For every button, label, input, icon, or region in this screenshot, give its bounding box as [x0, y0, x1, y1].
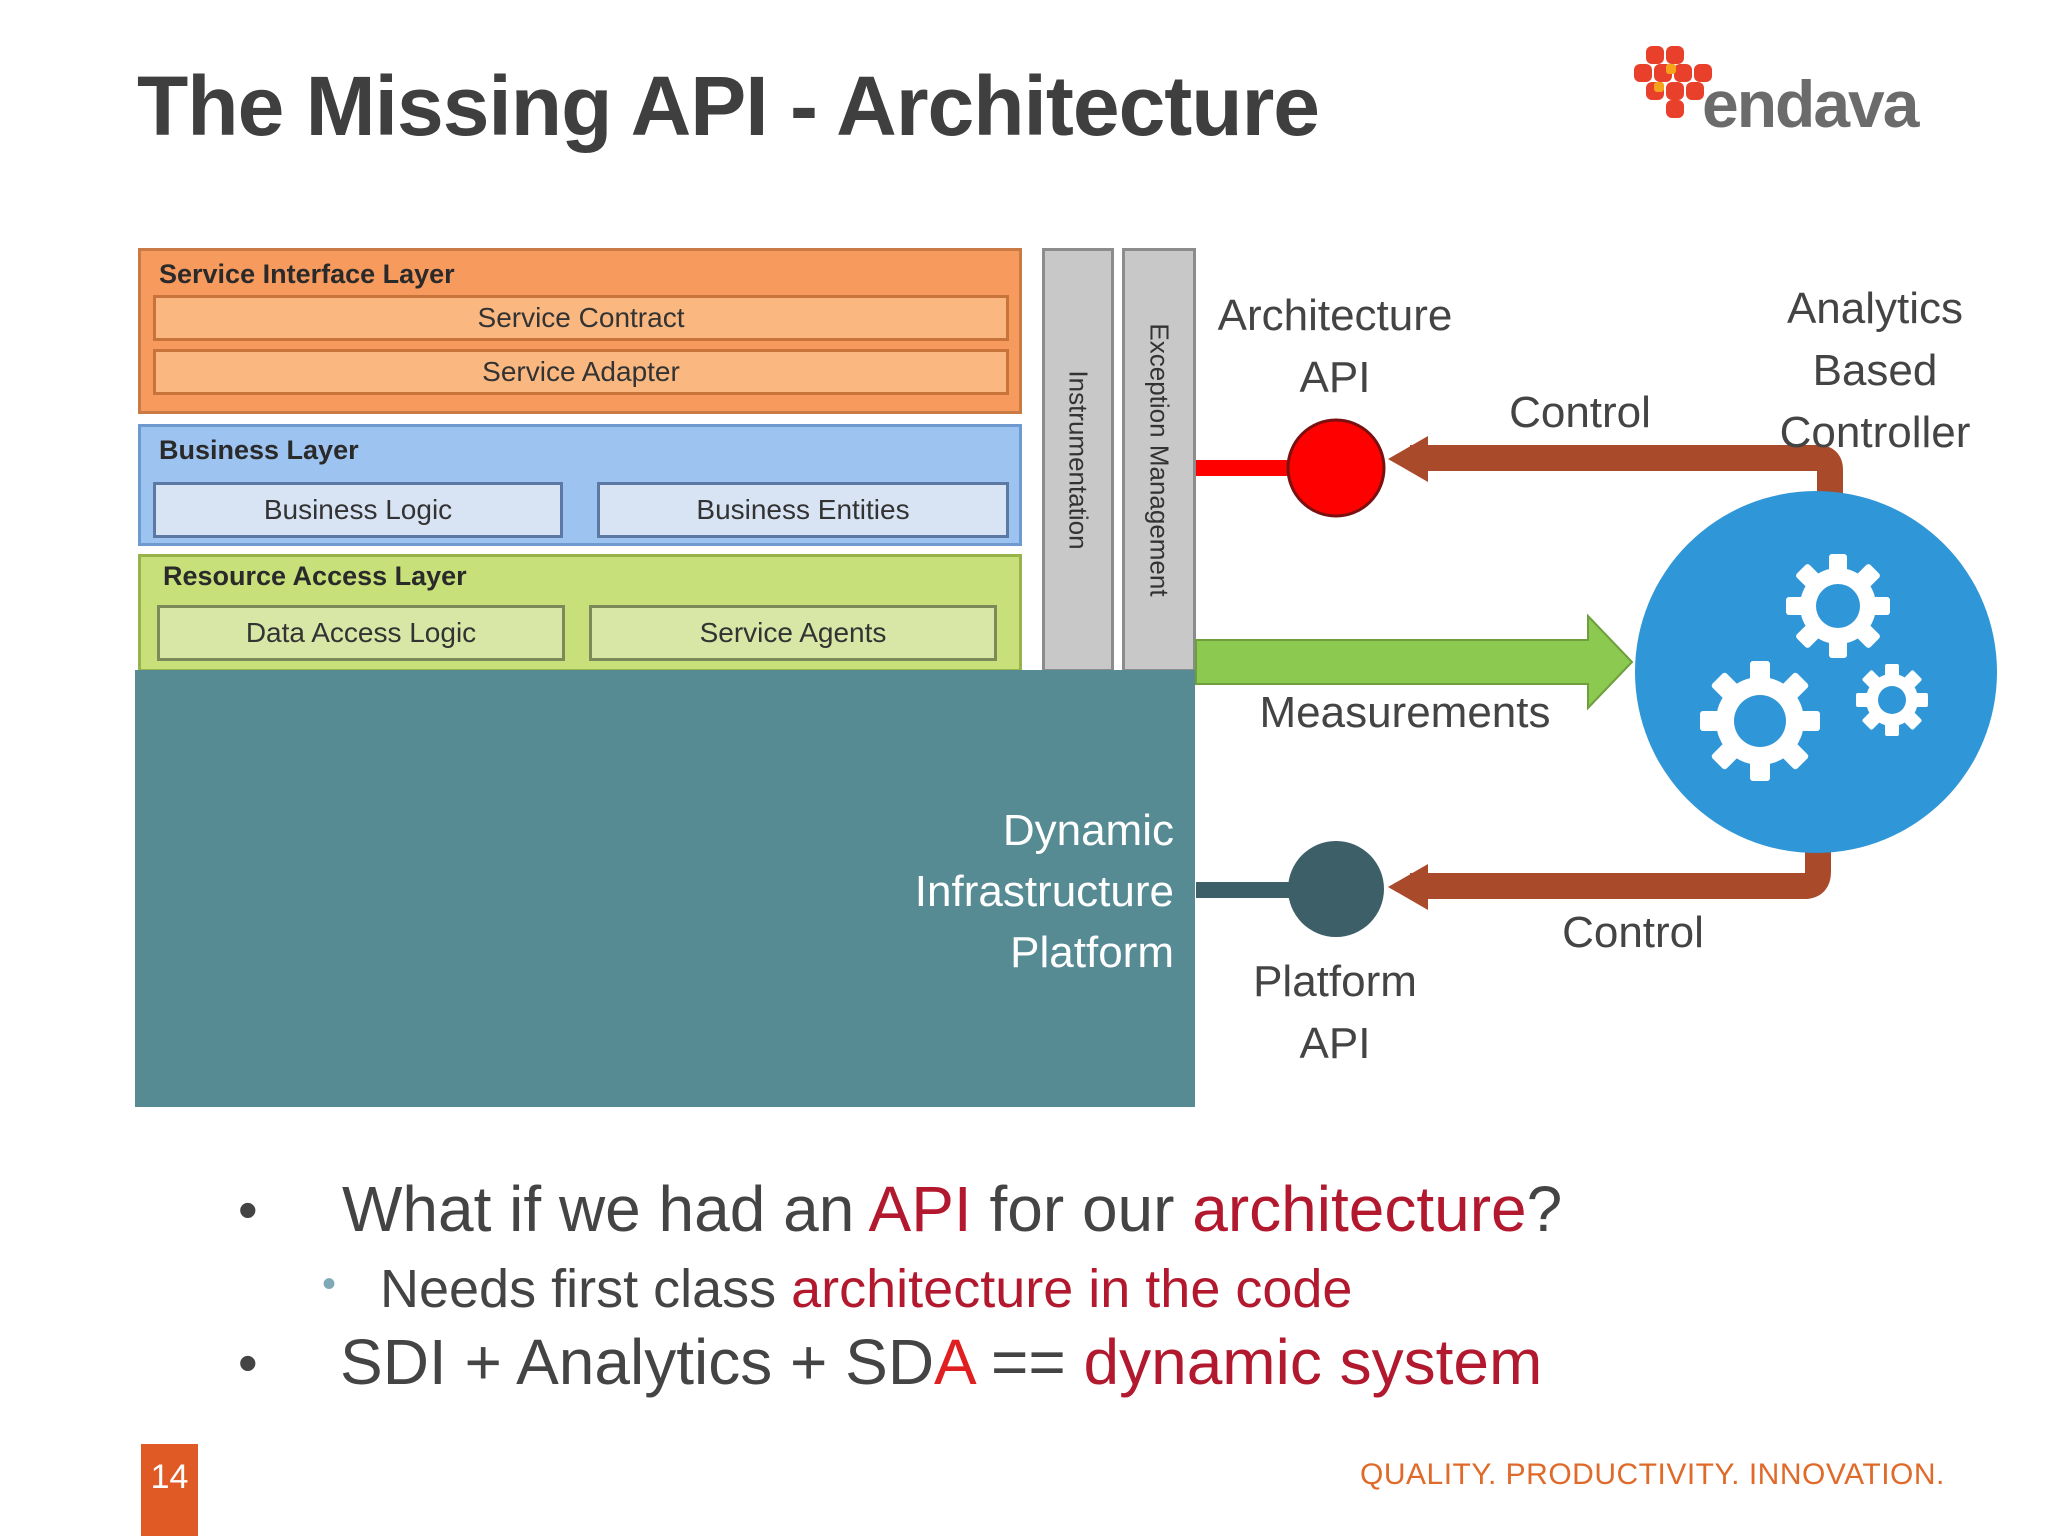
analytics-controller-circle: [1635, 491, 1997, 853]
gears-icon: [1700, 554, 1928, 781]
platform-label: Dynamic Infrastructure Platform: [760, 800, 1174, 983]
business-layer: Business Layer Business Logic Business E…: [138, 424, 1022, 546]
platform-api-connector: [1196, 882, 1296, 898]
platform-api-node: [1288, 841, 1384, 937]
architecture-api-connector: [1196, 460, 1292, 476]
bullet-1-dot: •: [238, 1178, 258, 1241]
service-interface-layer: Service Interface Layer Service Contract…: [138, 248, 1022, 414]
architecture-api-label-line-1: Architecture: [1217, 291, 1453, 340]
business-logic-box: Business Logic: [153, 482, 563, 538]
platform-api-label-line-1: Platform: [1253, 957, 1417, 1006]
business-layer-title: Business Layer: [159, 435, 359, 465]
service-adapter-box: Service Adapter: [153, 349, 1009, 395]
slide-title: The Missing API - Architecture: [137, 59, 1320, 153]
bullet-2: SDI + Analytics + SDA == dynamic system: [340, 1325, 1542, 1399]
control-top-label: Control: [1509, 388, 1651, 437]
dynamic-infrastructure-platform: [135, 670, 1195, 1107]
bullet-2-part-1: SDI + Analytics + SD: [340, 1326, 935, 1398]
control-bottom-arrowhead: [1388, 864, 1428, 910]
bullet-1: What if we had an API for our architectu…: [342, 1172, 1562, 1246]
service-contract-box: Service Contract: [153, 295, 1009, 341]
footer-tagline: QUALITY. PRODUCTIVITY. INNOVATION.: [1360, 1458, 1945, 1491]
bullet-2-part-3: ==: [973, 1326, 1084, 1398]
controller-label-line-1: Analytics: [1786, 284, 1964, 333]
architecture-api-node: [1286, 418, 1386, 518]
platform-label-line-2: Infrastructure: [914, 867, 1174, 916]
control-top-arrow-shaft: [1410, 445, 1843, 495]
bullet-2-a: A: [934, 1326, 974, 1398]
bullet-1-sub: Needs first class architecture in the co…: [380, 1258, 1352, 1320]
controller-label: Analytics Based Controller: [1740, 278, 2010, 464]
page-number: 14: [141, 1444, 198, 1536]
bullet-1-architecture: architecture: [1192, 1173, 1527, 1245]
measurements-label: Measurements: [1259, 688, 1551, 737]
platform-api-label: Platform API: [1230, 951, 1440, 1075]
bullet-1-sub-highlight: architecture in the code: [791, 1259, 1353, 1319]
service-interface-layer-title: Service Interface Layer: [159, 259, 455, 289]
bullet-1-sub-part-1: Needs first class: [380, 1259, 792, 1319]
control-bottom-label: Control: [1562, 908, 1704, 957]
control-top-arrowhead: [1388, 436, 1428, 482]
bullet-1-sub-dot: •: [322, 1262, 337, 1306]
control-bottom-arrow-shaft: [1410, 852, 1831, 899]
architecture-api-label-line-2: API: [1299, 353, 1371, 402]
exception-management-bar: Exception Management: [1122, 248, 1196, 672]
controller-label-line-3: Controller: [1779, 408, 1971, 457]
platform-api-label-line-2: API: [1299, 1019, 1371, 1068]
measurements-arrow: [1195, 613, 1634, 711]
service-agents-box: Service Agents: [589, 605, 997, 661]
instrumentation-bar: Instrumentation: [1042, 248, 1114, 672]
platform-label-line-3: Platform: [1010, 928, 1174, 977]
business-entities-box: Business Entities: [597, 482, 1009, 538]
architecture-api-label: Architecture API: [1205, 285, 1465, 409]
bullet-1-part-1: What if we had an: [342, 1173, 869, 1245]
bullet-1-api: API: [868, 1173, 972, 1245]
bullet-1-part-3: for our: [971, 1173, 1193, 1245]
logo-text: endava: [1702, 67, 1919, 141]
bullet-2-dot: •: [238, 1331, 258, 1394]
resource-access-layer-title: Resource Access Layer: [163, 561, 467, 591]
bullet-2-dynamic-system: dynamic system: [1083, 1326, 1543, 1398]
bullet-1-part-5: ?: [1526, 1173, 1563, 1245]
resource-access-layer: Resource Access Layer Data Access Logic …: [138, 554, 1022, 672]
endava-logo-icon: [1634, 46, 1712, 118]
controller-label-line-2: Based: [1812, 346, 1938, 395]
platform-label-line-1: Dynamic: [1002, 806, 1174, 855]
data-access-logic-box: Data Access Logic: [157, 605, 565, 661]
